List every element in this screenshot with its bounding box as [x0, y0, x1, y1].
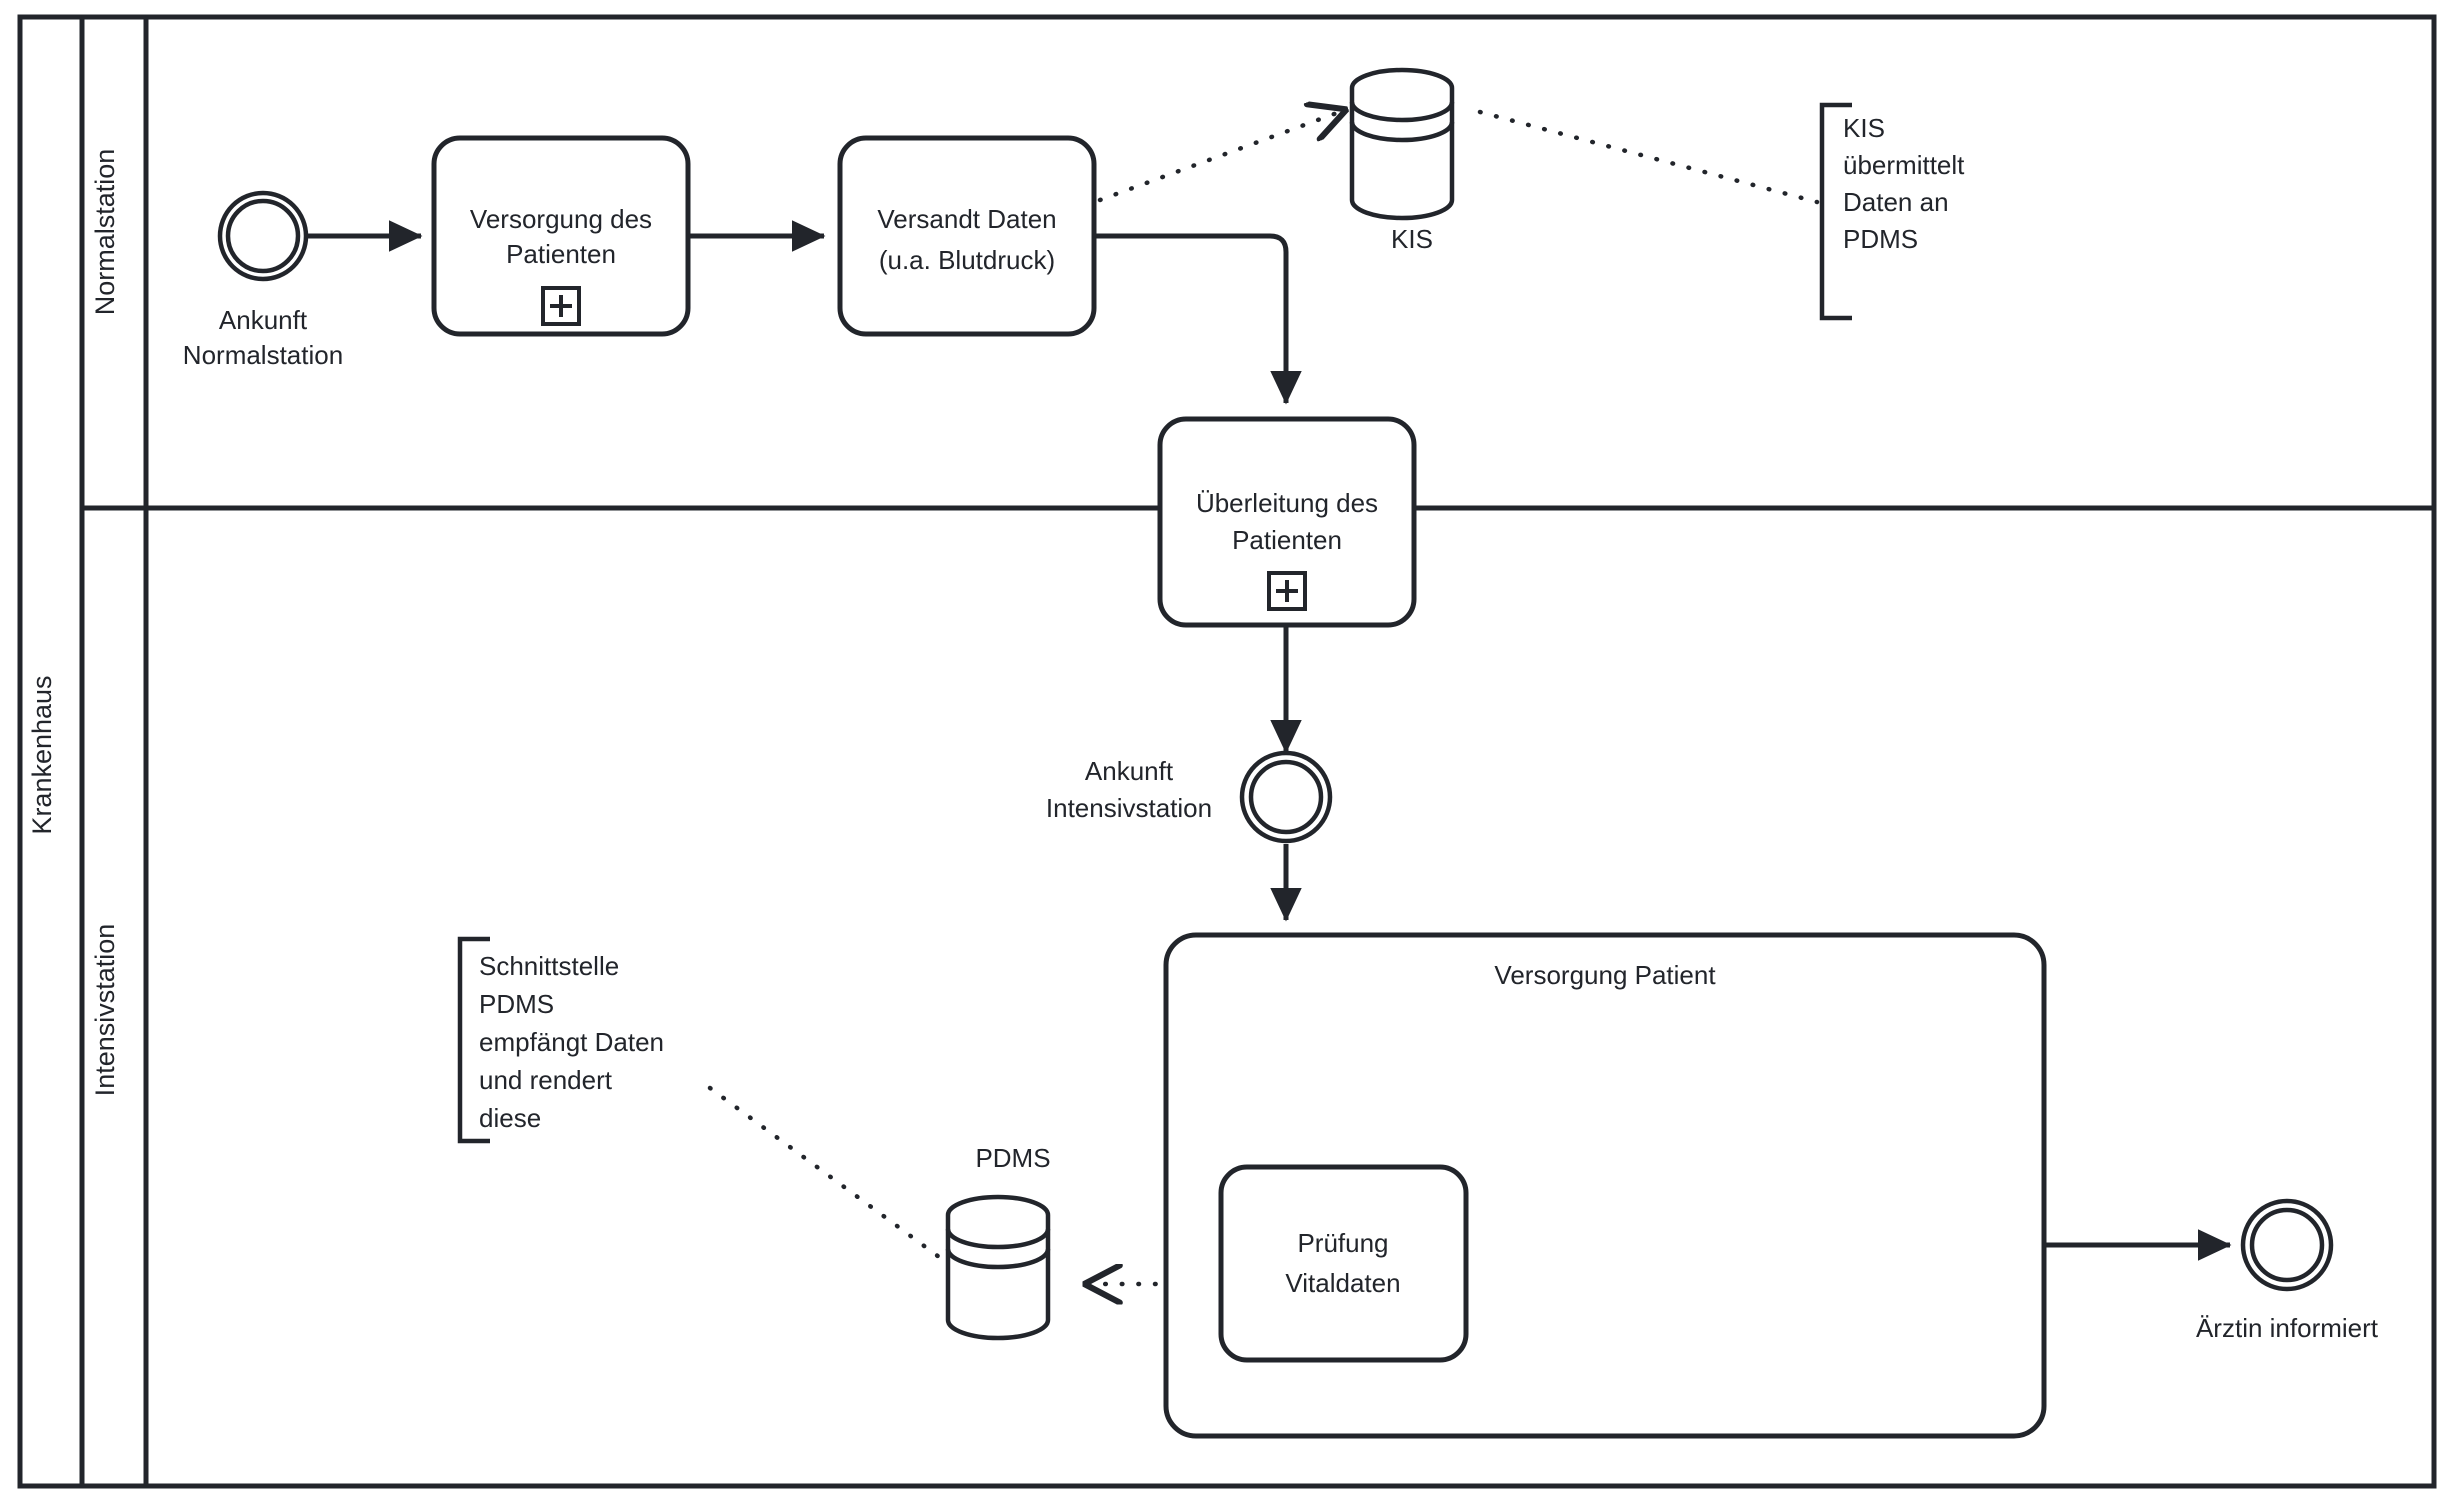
annotation-kis-line4: PDMS [1843, 224, 1918, 254]
annotation-kis-line1: KIS [1843, 113, 1885, 143]
annotation-kis-line3: Daten an [1843, 187, 1949, 217]
task-pruefung-label-line1: Prüfung [1297, 1228, 1388, 1258]
start-event-outer-circle [217, 190, 309, 282]
task-ueberleitung-des-patienten[interactable]: Überleitung des Patienten [1157, 416, 1417, 628]
annotation-pdms-bracket [457, 936, 490, 1144]
task-versandt-body [837, 135, 1097, 337]
flow-versandt-to-ueberleitung[interactable] [1094, 233, 1302, 405]
annotation-kis-line2: übermittelt [1843, 150, 1965, 180]
start-event-inner-circle [225, 198, 301, 274]
start-event-label-line2: Normalstation [183, 340, 343, 370]
task-versorgung-des-patienten[interactable]: Versorgung des Patienten [431, 135, 691, 337]
annotation-kis-uebermittelt[interactable]: KIS übermittelt Daten an PDMS [1819, 102, 1965, 321]
task-versandt-label-line2: (u.a. Blutdruck) [879, 245, 1055, 275]
task-versandt-label-line1: Versandt Daten [877, 204, 1056, 234]
datastore-kis-ring-1 [1349, 101, 1455, 123]
lane-normalstation[interactable]: Normalstation [90, 149, 120, 316]
datastore-pdms[interactable]: PDMS [945, 1143, 1051, 1341]
datastore-pdms-ring-2 [945, 1248, 1051, 1270]
annotation-pdms-line5: diese [479, 1103, 541, 1133]
task-versandt-daten[interactable]: Versandt Daten (u.a. Blutdruck) [837, 135, 1097, 337]
task-ueberleitung-label-line2: Patienten [1232, 525, 1342, 555]
task-pruefung-vitaldaten[interactable]: Prüfung Vitaldaten [1218, 1164, 1469, 1363]
datastore-pdms-ring-1 [945, 1228, 1051, 1250]
assoc-pdms-to-annotation[interactable] [707, 1085, 957, 1271]
task-versorgung-label-line2: Patienten [506, 239, 616, 269]
subprocess-versorgung-patient[interactable]: Versorgung Patient Prüfung Vitaldaten [1163, 932, 2047, 1439]
associations [707, 110, 1820, 1284]
start-event-ankunft-normalstation[interactable]: Ankunft Normalstation [183, 190, 343, 370]
task-versorgung-body [431, 135, 691, 337]
sequence-flows [307, 220, 2232, 1261]
task-versorgung-label-line1: Versorgung des [470, 204, 652, 234]
task-ueberleitung-body [1157, 416, 1417, 628]
annotation-pdms-line4: und rendert [479, 1065, 613, 1095]
annotation-pdms-line3: empfängt Daten [479, 1027, 664, 1057]
task-ueberleitung-label-line1: Überleitung des [1196, 488, 1378, 518]
end-event-aerztin-informiert[interactable]: Ärztin informiert [2196, 1198, 2379, 1343]
datastore-kis-ring-2 [1349, 121, 1455, 143]
subprocess-versorgung-patient-title: Versorgung Patient [1494, 960, 1716, 990]
annotation-schnittstelle-pdms[interactable]: Schnittstelle PDMS empfängt Daten und re… [457, 936, 664, 1144]
subprocess-plus-marker-icon [1267, 571, 1307, 611]
pool-title-label: Krankenhaus [27, 675, 57, 834]
datastore-pdms-label: PDMS [975, 1143, 1050, 1173]
end-event-outer-circle [2240, 1198, 2334, 1292]
datastore-kis[interactable]: KIS [1349, 67, 1455, 254]
annotation-kis-bracket [1819, 102, 1852, 321]
task-pruefung-label-line2: Vitaldaten [1285, 1268, 1400, 1298]
intermediate-event-inner-circle [1248, 759, 1324, 835]
datastore-kis-label: KIS [1391, 224, 1433, 254]
annotation-pdms-line2: PDMS [479, 989, 554, 1019]
assoc-versandt-to-kis[interactable] [1097, 110, 1345, 203]
intermediate-event-label-line1: Ankunft [1085, 756, 1174, 786]
subprocess-plus-marker-icon [541, 286, 581, 326]
end-event-label: Ärztin informiert [2196, 1313, 2379, 1343]
datastore-kis-cylinder [1349, 67, 1455, 221]
end-event-inner-circle [2249, 1207, 2325, 1283]
intermediate-event-label-line2: Intensivstation [1046, 793, 1212, 823]
intermediate-event-outer-circle [1239, 750, 1333, 844]
task-pruefung-body [1218, 1164, 1469, 1363]
lane-intensivstation[interactable]: Intensivstation [90, 924, 120, 1097]
lane-normalstation-label: Normalstation [90, 149, 120, 316]
lane-intensivstation-label: Intensivstation [90, 924, 120, 1097]
annotation-pdms-line1: Schnittstelle [479, 951, 619, 981]
intermediate-event-ankunft-intensivstation[interactable]: Ankunft Intensivstation [1046, 750, 1333, 844]
start-event-label-line1: Ankunft [219, 305, 308, 335]
